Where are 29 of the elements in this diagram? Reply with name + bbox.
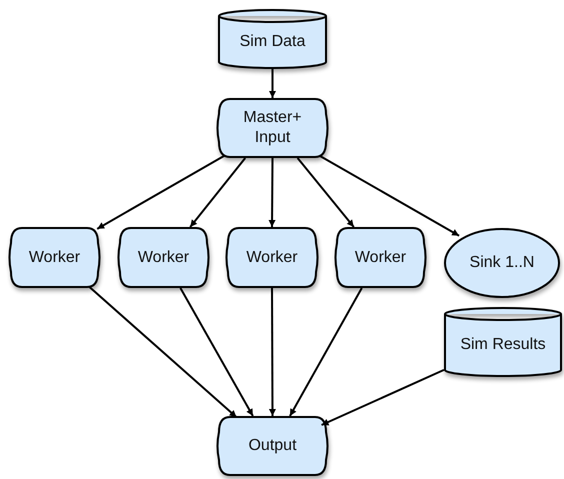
arrow (318, 154, 460, 237)
arrow (321, 368, 444, 426)
process-box (10, 227, 99, 288)
database-cylinder (218, 10, 327, 68)
arrow (180, 288, 254, 416)
database-cylinder (444, 308, 562, 376)
arrow (268, 158, 276, 227)
node-label: Sim Results (460, 335, 546, 355)
arrow (289, 288, 363, 416)
node-label: Sink 1..N (470, 253, 534, 273)
sink-ellipse (444, 228, 560, 298)
node-label: Worker (354, 248, 406, 268)
node-label: Output (248, 436, 297, 456)
arrow (96, 154, 226, 230)
node-label: Sim Data (240, 32, 306, 52)
node-label: Worker (246, 248, 298, 268)
arrow (189, 157, 246, 228)
arrow (296, 157, 355, 228)
node-label: Worker (138, 248, 190, 268)
arrow (268, 288, 276, 416)
process-box (336, 227, 425, 288)
process-box (218, 98, 327, 158)
process-box (119, 227, 208, 288)
node-label: Master+ Input (242, 108, 303, 148)
node-label: Worker (28, 248, 80, 268)
arrow (88, 286, 238, 418)
process-box (218, 416, 327, 476)
arrow (269, 68, 276, 98)
process-box (227, 227, 317, 288)
